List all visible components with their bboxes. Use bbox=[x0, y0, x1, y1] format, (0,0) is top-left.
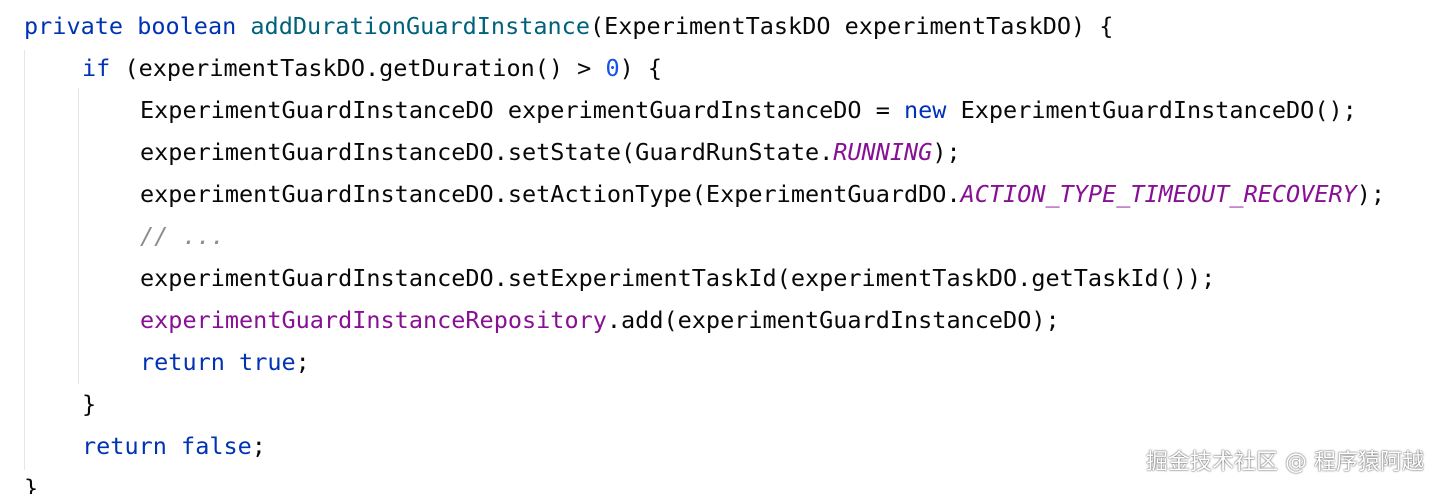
declaration-end: ExperimentGuardInstanceDO(); bbox=[946, 96, 1357, 124]
repository-field: experimentGuardInstanceRepository bbox=[140, 306, 607, 334]
code-line-10: } bbox=[82, 389, 96, 419]
method-name: addDurationGuardInstance bbox=[250, 12, 590, 40]
code-line-2: if (experimentTaskDO.getDuration() > 0) … bbox=[82, 53, 662, 83]
keyword-false: false bbox=[181, 432, 252, 460]
code-line-5: experimentGuardInstanceDO.setActionType(… bbox=[140, 179, 1385, 209]
code-line-9: return true; bbox=[140, 347, 310, 377]
closing-brace-method: } bbox=[24, 474, 39, 494]
keyword-new: new bbox=[904, 96, 947, 124]
set-state-call: experimentGuardInstanceDO.setState(Guard… bbox=[140, 138, 834, 166]
declaration-start: ExperimentGuardInstanceDO experimentGuar… bbox=[140, 96, 905, 124]
repository-add-call: .add(experimentGuardInstanceDO); bbox=[606, 306, 1060, 334]
code-line-8: experimentGuardInstanceRepository.add(ex… bbox=[140, 305, 1060, 335]
keyword-private: private bbox=[24, 12, 124, 40]
keyword-if: if bbox=[82, 54, 111, 82]
code-line-7: experimentGuardInstanceDO.setExperimentT… bbox=[140, 263, 1215, 293]
keyword-return: return bbox=[82, 432, 167, 460]
code-line-12: } bbox=[24, 473, 38, 494]
method-signature-rest: (ExperimentTaskDO experimentTaskDO) { bbox=[589, 12, 1114, 40]
indent-guide-method bbox=[24, 50, 25, 470]
set-state-end: ); bbox=[932, 138, 961, 166]
set-action-type-call: experimentGuardInstanceDO.setActionType(… bbox=[140, 180, 961, 208]
code-line-1: private boolean addDurationGuardInstance… bbox=[24, 11, 1113, 41]
keyword-return: return bbox=[140, 348, 225, 376]
code-line-11: return false; bbox=[82, 431, 266, 461]
code-line-6: // ... bbox=[140, 221, 225, 251]
set-action-type-end: ); bbox=[1356, 180, 1386, 208]
set-task-id-call: experimentGuardInstanceDO.setExperimentT… bbox=[140, 264, 1216, 292]
keyword-boolean: boolean bbox=[137, 12, 237, 40]
number-literal: 0 bbox=[605, 54, 620, 82]
code-comment: // ... bbox=[140, 222, 225, 250]
if-condition-start: (experimentTaskDO.getDuration() > bbox=[110, 54, 606, 82]
closing-brace-if: } bbox=[82, 390, 97, 418]
keyword-true: true bbox=[239, 348, 296, 376]
watermark-text: 掘金技术社区 @ 程序猿阿越 bbox=[1146, 450, 1424, 475]
statement-end: ; bbox=[251, 432, 266, 460]
if-condition-end: ) { bbox=[619, 54, 663, 82]
code-line-4: experimentGuardInstanceDO.setState(Guard… bbox=[140, 137, 961, 167]
constant-action-type: ACTION_TYPE_TIMEOUT_RECOVERY bbox=[960, 180, 1357, 208]
statement-end: ; bbox=[295, 348, 310, 376]
code-line-3: ExperimentGuardInstanceDO experimentGuar… bbox=[140, 95, 1357, 125]
constant-running: RUNNING bbox=[833, 138, 933, 166]
indent-guide-if bbox=[78, 88, 79, 384]
